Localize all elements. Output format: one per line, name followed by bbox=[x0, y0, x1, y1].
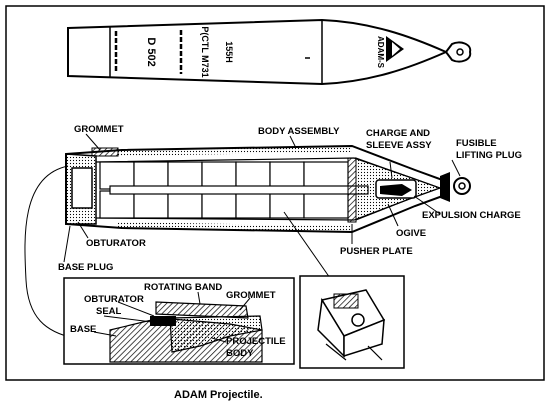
detail-inset: ROTATING BAND OBTURATOR GROMMET SEAL BAS… bbox=[63, 277, 295, 365]
label-charge-line2: SLEEVE ASSY bbox=[366, 140, 432, 151]
label-seal: SEAL bbox=[96, 306, 122, 317]
label-projectile-line1: PROJECTILE bbox=[226, 336, 286, 347]
label-inset-grommet: GROMMET bbox=[226, 290, 276, 301]
label-ogive: OGIVE bbox=[396, 228, 426, 239]
marking-lot: D 502 bbox=[145, 37, 157, 66]
label-base: BASE bbox=[70, 324, 96, 335]
marking-model: P(CTL M731 bbox=[200, 26, 210, 77]
cutaway-projectile bbox=[65, 144, 471, 234]
label-fusible-line2: LIFTING PLUG bbox=[456, 150, 522, 161]
figure-caption: ADAM Projectile. bbox=[174, 389, 263, 401]
marking-155h: 155H bbox=[224, 41, 234, 63]
label-charge-line1: CHARGE AND bbox=[366, 128, 430, 139]
label-pusher-plate: PUSHER PLATE bbox=[340, 246, 413, 257]
label-rotating-band: ROTATING BAND bbox=[144, 282, 222, 293]
label-body-assembly: BODY ASSEMBLY bbox=[258, 126, 340, 137]
grommet-part bbox=[91, 147, 119, 157]
label-fusible-line1: FUSIBLE bbox=[456, 138, 497, 149]
label-projectile-line2: BODY bbox=[226, 348, 254, 359]
leader-lines bbox=[24, 133, 461, 339]
adam-logo-icon bbox=[386, 36, 404, 62]
figure-frame bbox=[5, 5, 545, 381]
label-obturator: OBTURATOR bbox=[86, 238, 146, 249]
marking-adam: ADAM-S bbox=[376, 36, 385, 69]
upper-projectile: 155H P(CTL M731 D 502 ADAM-S bbox=[67, 18, 472, 86]
label-base-plug: BASE PLUG bbox=[58, 262, 113, 273]
label-inset-obturator: OBTURATOR bbox=[84, 294, 144, 305]
label-expulsion-charge: EXPULSION CHARGE bbox=[422, 210, 521, 221]
label-grommet: GROMMET bbox=[74, 124, 124, 135]
mine-inset bbox=[299, 275, 405, 369]
